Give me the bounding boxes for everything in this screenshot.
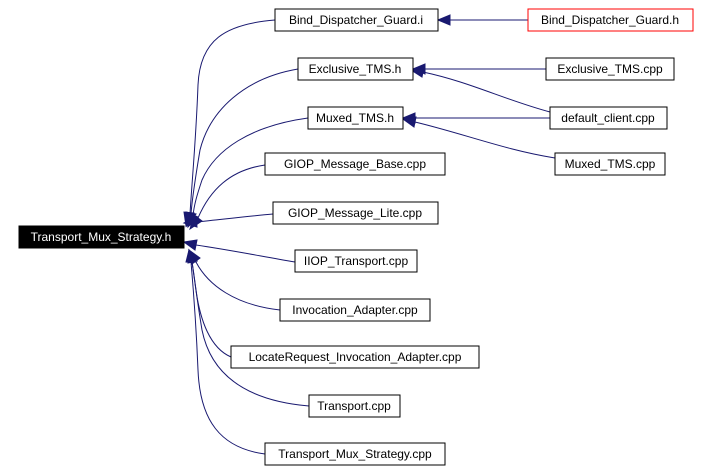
node-exclusive-tms-cpp-label: Exclusive_TMS.cpp [557,62,663,76]
node-transport-mux-strategy-cpp[interactable]: Transport_Mux_Strategy.cpp [264,442,446,466]
node-default-client-cpp[interactable]: default_client.cpp [549,106,668,130]
node-transport-cpp[interactable]: Transport.cpp [308,394,401,418]
edge-exclusive-tms-cpp-to-exclusive-tms-h [411,63,546,75]
node-bind-dispatcher-guard-i[interactable]: Bind_Dispatcher_Guard.i [274,8,439,32]
node-muxed-tms-h-label: Muxed_TMS.h [316,111,394,125]
node-exclusive-tms-cpp[interactable]: Exclusive_TMS.cpp [545,57,675,81]
node-locaterequest-invocation-adapter-cpp[interactable]: LocateRequest_Invocation_Adapter.cpp [230,345,480,369]
node-iiop-transport-cpp[interactable]: IIOP_Transport.cpp [294,249,418,273]
node-bind-dispatcher-guard-h[interactable]: Bind_Dispatcher_Guard.h [527,8,694,32]
edge-muxed-tms-cpp-to-muxed-tms-h [401,116,556,159]
node-exclusive-tms-h[interactable]: Exclusive_TMS.h [297,57,414,81]
node-giop-message-lite-cpp-label: GIOP_Message_Lite.cpp [288,206,422,220]
edge-default-client-cpp-to-exclusive-tms-h [409,66,551,113]
node-transport-mux-strategy-cpp-label: Transport_Mux_Strategy.cpp [278,447,432,461]
node-muxed-tms-h[interactable]: Muxed_TMS.h [307,106,404,130]
node-transport-cpp-label: Transport.cpp [317,399,391,413]
edge-giop-message-lite-cpp-to-root [182,213,274,228]
edge-invocation-adapter-cpp-to-root [188,248,281,311]
edge-giop-message-base-cpp-to-root [189,164,266,231]
node-exclusive-tms-h-label: Exclusive_TMS.h [309,62,402,76]
node-invocation-adapter-cpp[interactable]: Invocation_Adapter.cpp [279,298,431,322]
node-giop-message-lite-cpp[interactable]: GIOP_Message_Lite.cpp [272,201,439,225]
node-default-client-cpp-label: default_client.cpp [561,111,655,125]
node-bind-dispatcher-guard-i-label: Bind_Dispatcher_Guard.i [289,13,423,27]
node-root-label: Transport_Mux_Strategy.h [31,230,172,244]
node-muxed-tms-cpp[interactable]: Muxed_TMS.cpp [554,152,666,176]
edge-bind-dispatcher-guard-h-to-i [436,14,528,26]
edge-transport-mux-strategy-cpp-to-root [185,248,266,455]
node-giop-message-base-cpp[interactable]: GIOP_Message_Base.cpp [264,152,446,176]
node-invocation-adapter-cpp-label: Invocation_Adapter.cpp [292,303,418,317]
node-iiop-transport-cpp-label: IIOP_Transport.cpp [304,254,409,268]
node-giop-message-base-cpp-label: GIOP_Message_Base.cpp [284,157,426,171]
node-locaterequest-invocation-adapter-cpp-label: LocateRequest_Invocation_Adapter.cpp [249,350,462,364]
node-root[interactable]: Transport_Mux_Strategy.h [18,225,185,249]
node-bind-dispatcher-guard-h-label: Bind_Dispatcher_Guard.h [541,13,679,27]
edge-default-client-cpp-to-muxed-tms-h [401,112,550,124]
node-muxed-tms-cpp-label: Muxed_TMS.cpp [565,157,656,171]
edge-iiop-transport-cpp-to-root [182,239,296,263]
